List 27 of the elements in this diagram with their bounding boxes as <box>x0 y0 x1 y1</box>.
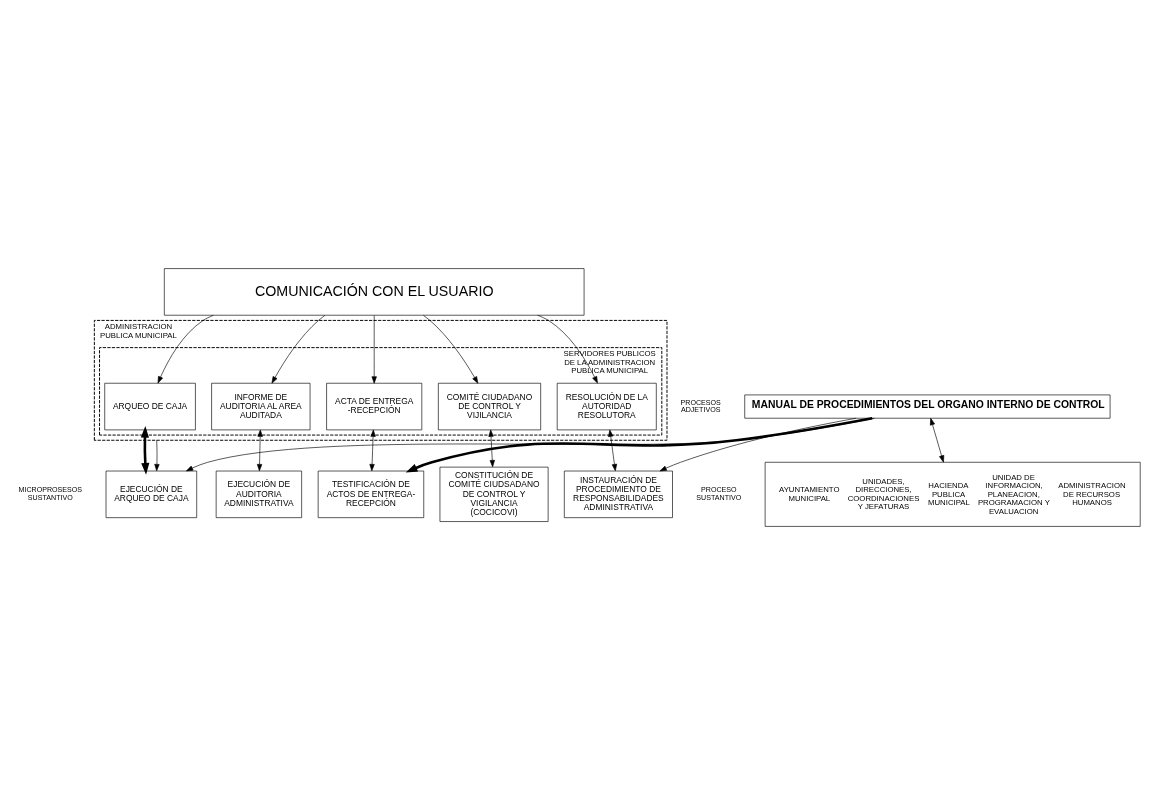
arrow <box>371 315 377 384</box>
arrow <box>405 416 873 473</box>
node-box: EJECUCIÓN DE AUDITORIA ADMINISTRATIVA <box>215 470 302 518</box>
node-box: ARQUEO DE CAJA <box>104 382 196 431</box>
node-box: ACTA DE ENTREGA -RECEPCIÓN <box>326 382 423 431</box>
arrow <box>929 418 945 463</box>
arrow <box>154 439 160 472</box>
node-box: INSTAURACIÓN DE PROCEDIMIENTO DE RESPONSABILIDADES ADMINISTRATIVA <box>564 470 673 518</box>
arrow <box>488 429 495 468</box>
node-box: EJECUCIÓN DE ARQUEO DE CAJA <box>105 470 198 518</box>
arrow <box>659 417 857 472</box>
node-box: COMITÉ CIUDADANO DE CONTROL Y VIJILANCIA <box>438 382 541 431</box>
arrow <box>423 315 479 384</box>
arrow <box>369 429 376 472</box>
node-box: COMUNICACIÓN CON EL USUARIO <box>164 268 585 316</box>
node-box: RESOLUCIÓN DE LA AUTORIDAD RESOLUTORA <box>556 382 657 431</box>
arrow <box>608 429 618 472</box>
node-box: CONSTITUCIÓN DE COMITÉ CIUDSADANO DE CONTROL Y VIGILANCIA (COCICOVI) <box>439 466 549 522</box>
arrow <box>186 417 875 472</box>
arrow <box>140 426 150 475</box>
node-box: INFORME DE AUDITORIA AL AREA AUDITADA <box>211 382 311 431</box>
arrow <box>537 315 598 384</box>
arrow <box>157 315 214 384</box>
node-box: MANUAL DE PROCEDIMIENTOS DEL ORGANO INTERNO DE CONTROL <box>744 394 1111 419</box>
arrow <box>256 429 263 472</box>
node-box: TESTIFICACIÓN DE ACTOS DE ENTREGA-RECEPCIÓN <box>317 470 425 518</box>
arrow <box>271 315 326 384</box>
